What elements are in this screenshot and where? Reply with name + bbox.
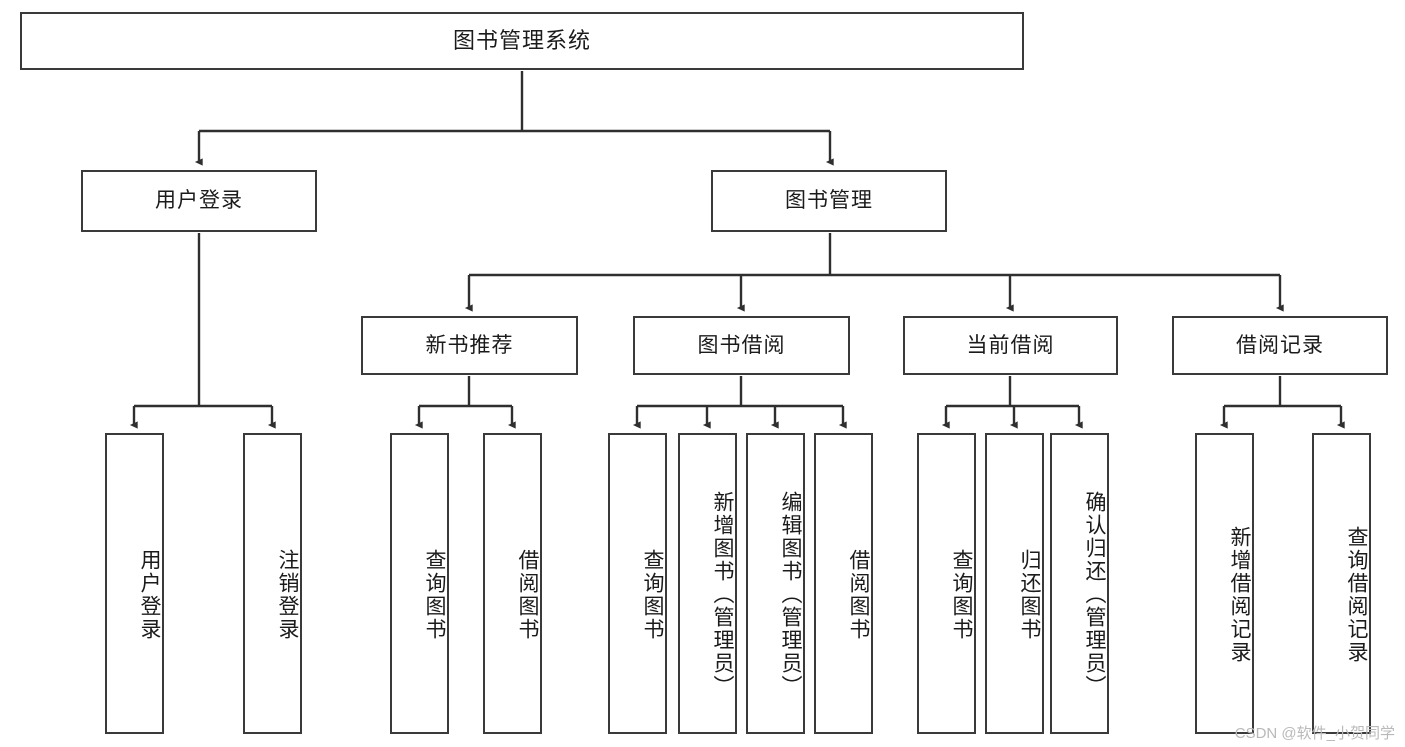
leaf-current-borrow-query-book[interactable]: 查询图书 (917, 433, 976, 734)
node-current-borrow[interactable]: 当前借阅 (903, 316, 1118, 375)
leaf-book-borrow-edit-book-admin[interactable]: 编辑图书（管理员） (746, 433, 805, 734)
node-new-book-recommend[interactable]: 新书推荐 (361, 316, 578, 375)
node-borrow-record[interactable]: 借阅记录 (1172, 316, 1388, 375)
leaf-user-login-signout[interactable]: 注销登录 (243, 433, 302, 734)
leaf-borrow-record-add-record[interactable]: 新增借阅记录 (1195, 433, 1254, 734)
leaf-new-book-borrow-book[interactable]: 借阅图书 (483, 433, 542, 734)
leaf-borrow-record-query-record[interactable]: 查询借阅记录 (1312, 433, 1371, 734)
leaf-book-borrow-borrow-book[interactable]: 借阅图书 (814, 433, 873, 734)
leaf-book-borrow-query-book[interactable]: 查询图书 (608, 433, 667, 734)
leaf-book-borrow-add-book-admin[interactable]: 新增图书（管理员） (678, 433, 737, 734)
watermark-text: CSDN @软件_小贺同学 (1234, 725, 1395, 742)
leaf-current-borrow-return-book[interactable]: 归还图书 (985, 433, 1044, 734)
node-user-login[interactable]: 用户登录 (81, 170, 317, 232)
leaf-new-book-query-book[interactable]: 查询图书 (390, 433, 449, 734)
node-book-management[interactable]: 图书管理 (711, 170, 947, 232)
leaf-current-borrow-confirm-return-admin[interactable]: 确认归还（管理员） (1050, 433, 1109, 734)
node-root-book-management-system[interactable]: 图书管理系统 (20, 12, 1024, 70)
node-book-borrow[interactable]: 图书借阅 (633, 316, 850, 375)
leaf-user-login-signin[interactable]: 用户登录 (105, 433, 164, 734)
